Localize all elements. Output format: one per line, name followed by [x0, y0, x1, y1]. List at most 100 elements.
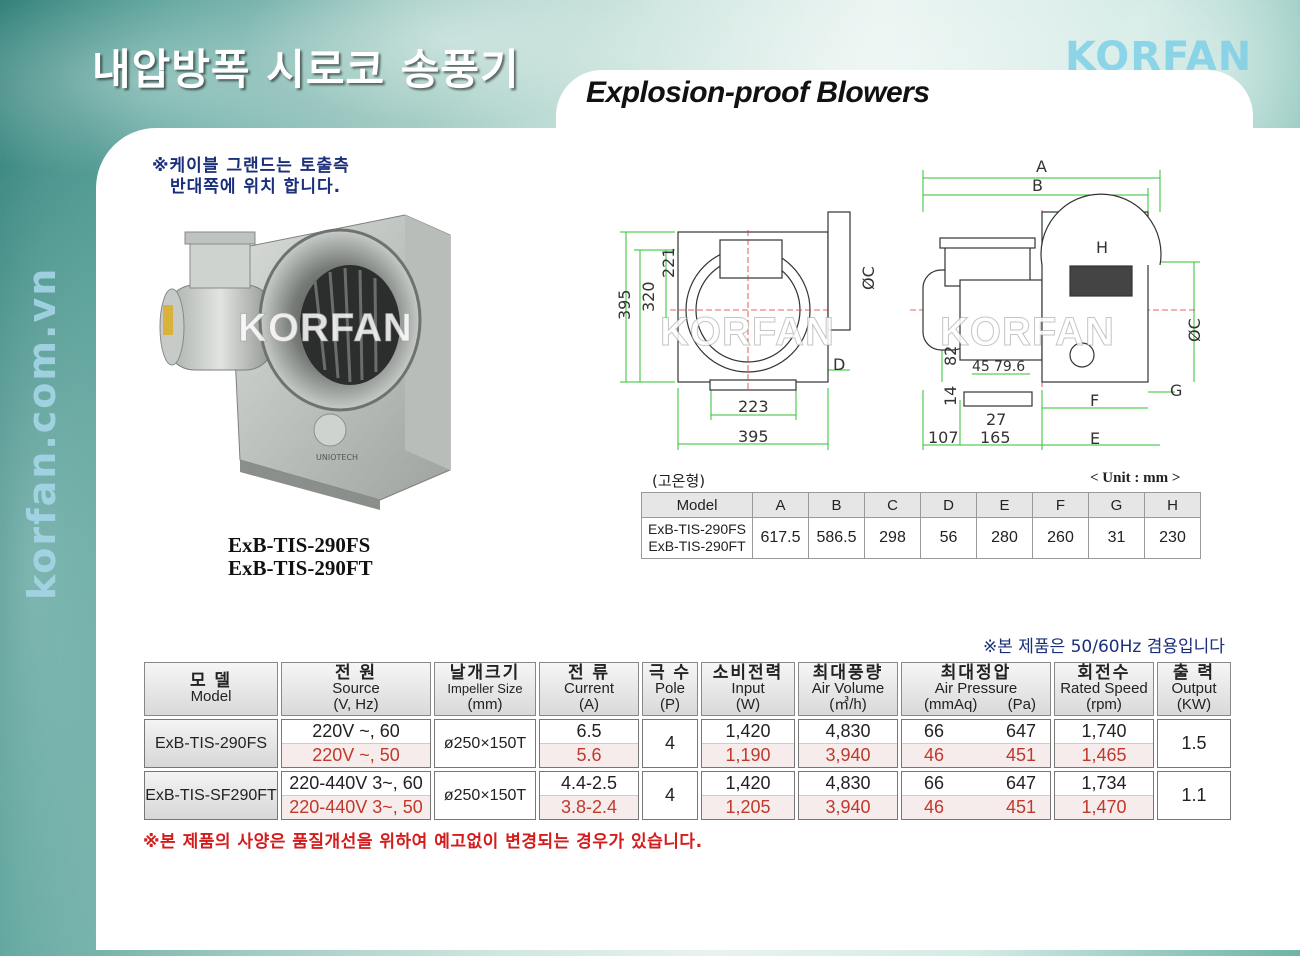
spec-header-volume-kr: 최대풍량: [812, 663, 884, 682]
spec-row1-output: 1.5: [1157, 719, 1231, 768]
dim-cell-d: 56: [920, 517, 977, 559]
dim-cell-model: ExB-TIS-290FS ExB-TIS-290FT: [641, 517, 753, 559]
spec-header-source: 전 원 Source (V, Hz): [281, 662, 431, 716]
spec-header-pressure-en: Air Pressure: [934, 680, 1018, 697]
spec-row1-source-50: 220V ~, 50: [282, 743, 430, 767]
spec-header-rpm: 회전수 Rated Speed (rpm): [1054, 662, 1154, 716]
dim-label-B: B: [1032, 176, 1043, 195]
cable-note-line2: 반대쪽에 위치 합니다.: [170, 177, 342, 197]
spec-row1-current-50: 5.6: [540, 743, 638, 767]
spec-header-output: 출 력 Output (KW): [1157, 662, 1231, 716]
spec-row2-impeller: ø250×150T: [434, 771, 536, 820]
watermark-drawing-right: KORFAN: [940, 310, 1115, 355]
dim-cell-a: 617.5: [752, 517, 809, 559]
spec-header-input-unit: (W): [735, 696, 761, 713]
spec-header-pole-unit: (P): [660, 696, 680, 713]
spec-row2-input-60: 1,420: [725, 773, 771, 793]
spec-header-current-en: Current: [563, 680, 615, 697]
spec-header-pressure-unit-mmaq: (mmAq): [924, 696, 978, 713]
dim-label-C-right: ØC: [1185, 318, 1204, 342]
dim-320: 320: [639, 281, 658, 312]
spec-row2-model: ExB-TIS-SF290FT: [144, 771, 278, 820]
spec-header-pressure: 최대정압 Air Pressure (mmAq) (Pa): [901, 662, 1051, 716]
spec-header-current-unit: (A): [579, 696, 599, 713]
spec-header-input: 소비전력 Input (W): [701, 662, 795, 716]
spec-header-pole-kr: 극 수: [648, 663, 691, 682]
spec-row2-volume-50: 3,940: [799, 795, 897, 819]
spec-row2-volume-60: 4,830: [825, 773, 871, 793]
spec-table-header: 모 델 Model 전 원 Source (V, Hz) 날개크기 Impell…: [144, 662, 1231, 716]
watermark-photo: KORFAN: [238, 306, 413, 351]
spec-row1-input-50: 1,190: [702, 743, 794, 767]
spec-header-pressure-units: (mmAq) (Pa): [902, 697, 1050, 713]
spec-header-pole-en: Pole: [654, 680, 686, 697]
page-title-korean: 내압방폭 시로코 송풍기: [92, 45, 520, 94]
dim-header-d: D: [920, 492, 977, 518]
spec-row2-current-60: 4.4-2.5: [560, 773, 618, 793]
dim-cell-g: 31: [1088, 517, 1145, 559]
model-line1: ExB-TIS-290FS: [228, 533, 371, 557]
spec-row2-rpm-50: 1,470: [1055, 795, 1153, 819]
dim-label-D: D: [833, 355, 845, 374]
dim-label-F: F: [1090, 391, 1099, 410]
spec-row1-impeller: ø250×150T: [434, 719, 536, 768]
spec-header-volume-unit: (㎥/h): [829, 696, 867, 713]
dim-label-H: H: [1096, 238, 1108, 257]
spec-row2-source-60: 220-440V 3~, 60: [289, 773, 423, 793]
spec-row1-pole: 4: [642, 719, 698, 768]
spec-row2-pole: 4: [642, 771, 698, 820]
dim-model-line1: ExB-TIS-290FS: [647, 521, 747, 537]
model-line2: ExB-TIS-290FT: [228, 556, 373, 580]
spec-row2-input-50: 1,205: [702, 795, 794, 819]
dim-165: 165: [980, 428, 1011, 447]
dim-14: 14: [941, 386, 960, 406]
dim-cell-h: 230: [1144, 517, 1201, 559]
spec-header-output-unit: (KW): [1176, 696, 1212, 713]
nameplate-text: UNIOTECH: [316, 453, 358, 462]
spec-header-rpm-en: Rated Speed: [1060, 680, 1148, 697]
dim-label-A: A: [1036, 157, 1047, 176]
dim-cell-f: 260: [1032, 517, 1089, 559]
dim-395-width: 395: [738, 427, 769, 446]
spec-header-current-kr: 전 류: [567, 663, 610, 682]
dim-79-6: 79.6: [994, 359, 1025, 375]
spec-header-source-unit: (V, Hz): [333, 696, 379, 713]
dim-82: 82: [941, 346, 960, 366]
spec-row1-volume-50: 3,940: [799, 743, 897, 767]
dim-header-g: G: [1088, 492, 1145, 518]
spec-row2-pa-60: 647: [1005, 773, 1036, 793]
cable-gland-note: ※케이블 그랜드는 토출측 반대쪽에 위치 합니다.: [152, 156, 350, 198]
spec-header-output-kr: 출 력: [1172, 663, 1215, 682]
spec-row2-pa-50: 451: [1005, 797, 1036, 817]
dimension-table-header: Model A B C D E F G H: [641, 492, 1201, 518]
spec-header-pressure-kr: 최대정압: [940, 663, 1012, 682]
dim-cell-e: 280: [976, 517, 1033, 559]
page-title-english: Explosion-proof Blowers: [586, 76, 930, 109]
spec-header-pressure-unit-pa: (Pa): [1007, 696, 1036, 713]
watermark-drawing-left: KORFAN: [660, 310, 835, 355]
cable-note-line1: ※케이블 그랜드는 토출측: [152, 156, 350, 176]
spec-row2-source-50: 220-440V 3~, 50: [282, 795, 430, 819]
dim-label-G: G: [1170, 381, 1182, 400]
spec-row2-current-50: 3.8-2.4: [540, 795, 638, 819]
spec-row2-output: 1.1: [1157, 771, 1231, 820]
spec-row2-rpm-60: 1,734: [1081, 773, 1127, 793]
spec-row1-rpm-60: 1,740: [1081, 721, 1127, 741]
spec-row1-current-60: 6.5: [576, 721, 602, 741]
spec-header-model-en: Model: [190, 688, 232, 705]
dim-223: 223: [738, 397, 769, 416]
spec-header-pole: 극 수 Pole (P): [642, 662, 698, 716]
